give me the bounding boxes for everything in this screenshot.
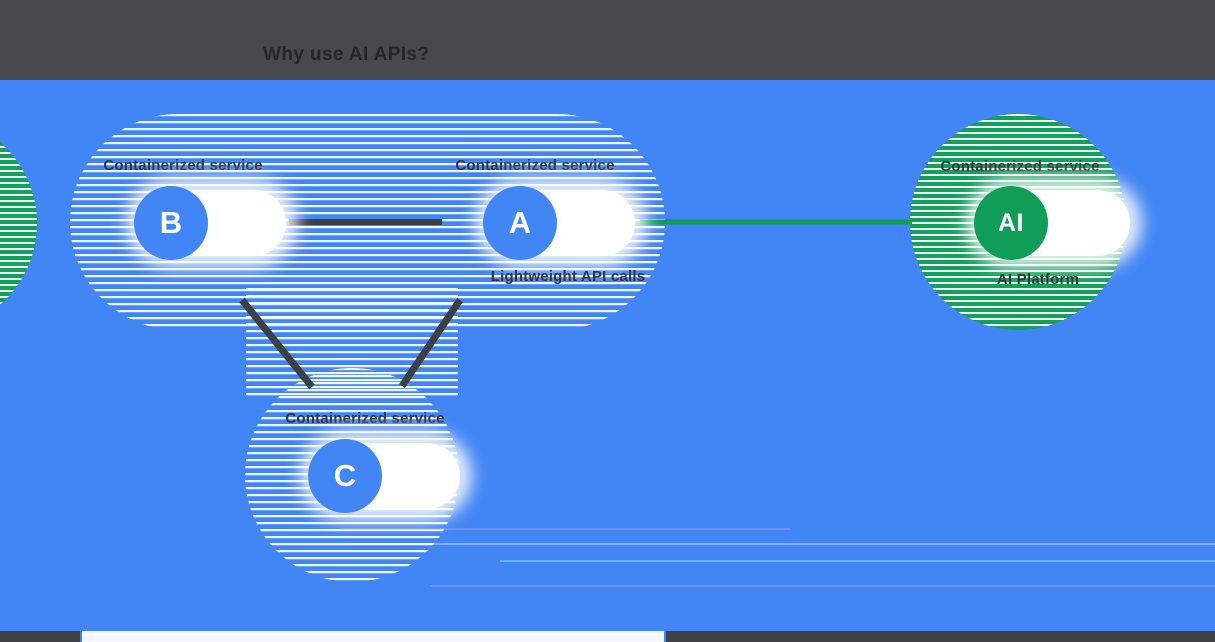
header-bar: Why use AI APIs? <box>0 0 1215 80</box>
node-c-label: Containerized service <box>285 410 445 427</box>
bottom-bar-left <box>0 631 80 642</box>
artifact-streak <box>430 585 1215 587</box>
node-ai-sublabel: AI Platform <box>996 271 1080 288</box>
bottom-bar-right <box>666 631 1215 642</box>
node-b-label: Containerized service <box>103 157 263 174</box>
node-ai-label: Containerized service <box>940 158 1100 175</box>
node-ai-pill: AI <box>974 186 1130 260</box>
node-b-pill: B <box>134 186 286 260</box>
node-ai-circle: AI <box>974 186 1048 260</box>
bottom-bar-middle <box>82 631 664 642</box>
node-a-circle: A <box>483 186 557 260</box>
striped-field-left-edge-circle <box>0 116 37 331</box>
page-title: Why use AI APIs? <box>263 44 430 65</box>
node-a-label: Containerized service <box>455 157 615 174</box>
node-a-sublabel: Lightweight API calls <box>490 268 646 285</box>
artifact-streak <box>500 560 1215 562</box>
node-a-pill: A <box>483 186 635 260</box>
artifact-streak <box>350 543 1215 545</box>
node-c-circle: C <box>308 439 382 513</box>
node-c-pill: C <box>308 439 460 513</box>
node-b-circle: B <box>134 186 208 260</box>
